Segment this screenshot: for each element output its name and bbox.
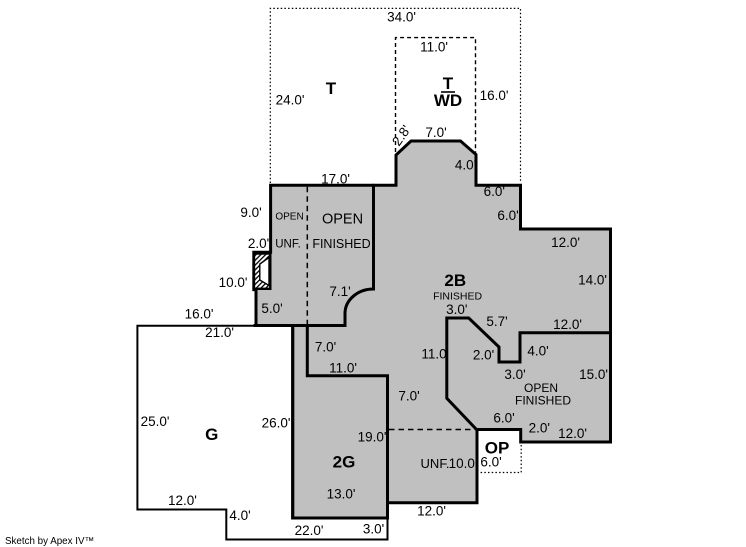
svg-text:22.0': 22.0' xyxy=(295,523,324,538)
svg-text:6.0': 6.0' xyxy=(493,411,514,426)
svg-text:6.0': 6.0' xyxy=(480,455,501,470)
svg-text:2.0': 2.0' xyxy=(529,421,550,436)
svg-text:12.0': 12.0' xyxy=(168,493,197,508)
svg-text:Sketch by Apex IV™: Sketch by Apex IV™ xyxy=(5,536,94,547)
svg-text:4.0': 4.0' xyxy=(455,158,476,173)
svg-text:5.0': 5.0' xyxy=(261,301,282,316)
svg-text:11.0': 11.0' xyxy=(420,40,448,55)
svg-text:15.0': 15.0' xyxy=(579,367,608,382)
svg-text:11.0': 11.0' xyxy=(329,361,357,376)
svg-text:UNF.: UNF. xyxy=(275,239,301,251)
svg-text:OPEN: OPEN xyxy=(524,381,558,395)
svg-text:10.0': 10.0' xyxy=(219,275,248,290)
svg-text:12.0': 12.0' xyxy=(553,317,582,332)
svg-text:4.0': 4.0' xyxy=(229,508,250,523)
svg-text:2.0': 2.0' xyxy=(473,348,494,363)
svg-text:OP: OP xyxy=(485,438,510,457)
svg-text:10.0': 10.0' xyxy=(449,456,478,471)
svg-text:WD: WD xyxy=(434,91,462,110)
svg-text:7.1': 7.1' xyxy=(329,284,350,299)
svg-text:4.0': 4.0' xyxy=(527,344,548,359)
svg-text:12.0': 12.0' xyxy=(551,235,580,250)
svg-text:34.0': 34.0' xyxy=(387,10,416,25)
svg-text:FINISHED: FINISHED xyxy=(515,394,571,408)
svg-text:OPEN: OPEN xyxy=(275,212,303,223)
svg-text:13.0': 13.0' xyxy=(327,487,356,502)
svg-text:6.0': 6.0' xyxy=(497,208,518,223)
svg-text:T: T xyxy=(326,79,337,98)
svg-text:T: T xyxy=(443,74,454,93)
svg-text:26.0': 26.0' xyxy=(262,416,291,431)
svg-text:7.0': 7.0' xyxy=(425,125,446,140)
svg-text:12.0': 12.0' xyxy=(558,426,587,441)
svg-text:19.0': 19.0' xyxy=(358,430,387,445)
svg-text:UNF.: UNF. xyxy=(421,456,450,471)
svg-text:3.0': 3.0' xyxy=(363,522,384,537)
svg-text:9.0': 9.0' xyxy=(240,205,261,220)
svg-text:OPEN: OPEN xyxy=(322,211,363,227)
svg-text:2.0': 2.0' xyxy=(248,236,269,251)
svg-text:5.7': 5.7' xyxy=(486,314,507,329)
svg-text:24.0': 24.0' xyxy=(276,93,305,108)
svg-text:16.0': 16.0' xyxy=(185,307,214,322)
svg-text:7.0': 7.0' xyxy=(398,389,419,404)
svg-text:3.0': 3.0' xyxy=(446,302,467,317)
svg-text:2G: 2G xyxy=(333,453,356,472)
svg-text:3.0': 3.0' xyxy=(504,367,525,382)
svg-text:6.0': 6.0' xyxy=(484,184,505,199)
svg-text:17.0': 17.0' xyxy=(321,172,350,187)
svg-text:11.0: 11.0 xyxy=(421,347,446,362)
svg-text:G: G xyxy=(205,425,218,444)
svg-text:FINISHED: FINISHED xyxy=(433,291,482,303)
svg-text:7.0': 7.0' xyxy=(315,340,336,355)
svg-text:21.0': 21.0' xyxy=(205,325,234,340)
svg-text:12.0': 12.0' xyxy=(417,504,446,519)
svg-text:25.0': 25.0' xyxy=(141,414,170,429)
svg-text:14.0': 14.0' xyxy=(578,273,607,288)
svg-text:2B: 2B xyxy=(444,271,466,290)
svg-text:FINISHED: FINISHED xyxy=(312,237,370,251)
svg-text:16.0': 16.0' xyxy=(480,88,509,103)
